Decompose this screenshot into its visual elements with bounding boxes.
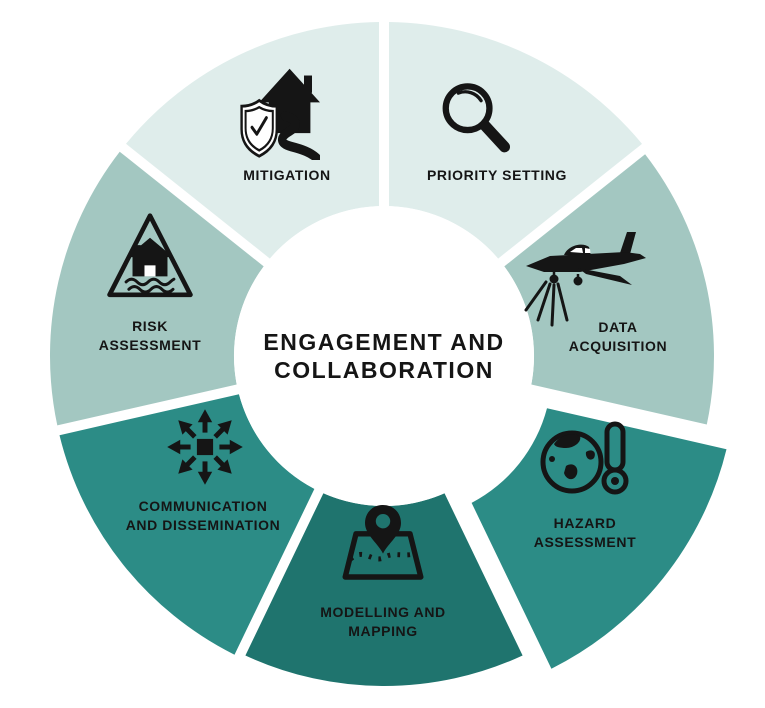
label-risk-assessment-line2: ASSESSMENT — [99, 337, 201, 353]
radiating-arrows-icon — [167, 409, 243, 485]
water-waves — [124, 277, 176, 294]
label-modelling-and-mapping-line2: MAPPING — [348, 623, 418, 639]
label-communication-line1: COMMUNICATION — [139, 498, 268, 514]
map-pin-icon — [342, 505, 424, 580]
globe-thermometer-icon — [540, 421, 629, 495]
label-mitigation: MITIGATION — [243, 167, 330, 183]
shield-check-shape — [240, 98, 278, 158]
location-pin — [365, 505, 401, 554]
label-data-acquisition-line2: ACQUISITION — [569, 338, 667, 354]
flood-warning-icon — [107, 213, 193, 298]
shield-house-road-icon — [240, 68, 320, 160]
magnifier-icon — [442, 83, 511, 153]
plane-silhouette — [526, 232, 646, 286]
label-risk-assessment-line1: RISK — [132, 318, 168, 334]
label-data-acquisition-line1: DATA — [598, 319, 637, 335]
road-shape — [278, 111, 320, 160]
label-hazard-assessment-line1: HAZARD — [554, 515, 617, 531]
center-title-line1: ENGAGEMENT AND — [263, 329, 504, 355]
label-communication-line2: AND DISSEMINATION — [126, 517, 281, 533]
segment-risk-assessment — [49, 151, 264, 426]
survey-plane-icon — [524, 232, 646, 327]
dotted-route — [348, 551, 417, 562]
center-title-line2: COLLABORATION — [274, 357, 494, 383]
segment-communication-and-dissemination — [59, 394, 315, 655]
segment-modelling-and-mapping — [245, 493, 523, 687]
label-hazard-assessment-line2: ASSESSMENT — [534, 534, 636, 550]
label-priority-setting: PRIORITY SETTING — [427, 167, 567, 183]
lidar-beams — [524, 280, 569, 327]
flooded-house — [127, 237, 173, 277]
globe-shape — [540, 430, 604, 494]
thermometer-shape — [601, 421, 629, 495]
center-hub-circle — [234, 206, 534, 506]
segment-data-acquisition — [504, 154, 714, 425]
segment-hazard-assessment — [471, 408, 727, 669]
label-modelling-and-mapping-line1: MODELLING AND — [320, 604, 446, 620]
segment-priority-setting — [389, 22, 642, 259]
